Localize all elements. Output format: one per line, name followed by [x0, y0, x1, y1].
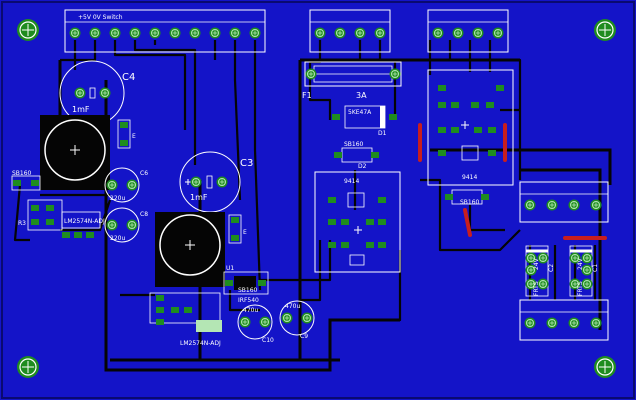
e-center-label: E: [243, 229, 247, 236]
ic-9414-right[interactable]: 9414: [427, 69, 514, 186]
mount-hole-bottom-left: [16, 355, 40, 379]
transil-frts-right[interactable]: FRTS 24V C1: [569, 245, 600, 297]
d1-value: 5KE47A: [348, 109, 372, 116]
cap-e-center[interactable]: E: [228, 214, 247, 244]
diode-d2[interactable]: SB160 D2: [334, 141, 379, 170]
c2-label: C2: [548, 264, 555, 272]
diode-sb160-left[interactable]: SB160: [11, 170, 41, 191]
frts-right-value: 24V: [577, 257, 584, 270]
c10-value: 470u: [243, 307, 258, 314]
ic-lm2574-bottom[interactable]: LM2574N-ADJ: [149, 292, 222, 347]
inductor-center[interactable]: [155, 212, 225, 287]
ic-lm2574-left[interactable]: LM2574N-ADJ: [61, 211, 105, 238]
e-left-label: E: [132, 133, 136, 140]
c8-value: 220u: [110, 235, 125, 242]
mount-hole-top-left: [16, 18, 40, 42]
terminal-block-right-lower[interactable]: [519, 299, 609, 341]
ic-bottom-label: LM2574N-ADJ: [180, 340, 221, 347]
capacitor-c9[interactable]: C9 470u: [279, 300, 315, 340]
frts-left-value: 24V: [533, 257, 540, 270]
c3-value: 1mF: [190, 193, 208, 202]
sb160-right-label: SB160: [460, 199, 480, 206]
d2-label: D2: [358, 163, 367, 170]
f1-value: 3A: [356, 91, 367, 100]
terminal-block-middle[interactable]: [309, 9, 391, 53]
c4-label: C4: [122, 72, 135, 83]
c9-label: C9: [300, 333, 308, 340]
c9-value: 470u: [285, 303, 300, 310]
ic-left-label: LM2574N-ADJ: [64, 218, 105, 225]
inductor-left[interactable]: [40, 115, 110, 190]
fuse-f1[interactable]: F1 3A: [302, 61, 402, 100]
frts-right-label: FRTS: [577, 281, 584, 296]
cap-e-left[interactable]: E: [117, 119, 136, 149]
traces: [13, 40, 597, 322]
d2-value: SB160: [344, 141, 364, 148]
f1-label: F1: [302, 91, 312, 100]
u1-label: U1: [226, 265, 234, 272]
c8-label: C8: [140, 211, 148, 218]
jumper-wires: [418, 123, 607, 240]
frts-left-label: FRTS: [533, 281, 540, 296]
mount-hole-top-right: [593, 18, 617, 42]
c6-label: C6: [140, 170, 148, 177]
terminal-block-top-left[interactable]: +5V 0V Switch: [64, 9, 266, 53]
capacitor-c6[interactable]: C6 220u: [104, 167, 148, 203]
sb160-center-label: SB160: [238, 287, 258, 294]
c6-value: 220u: [110, 195, 125, 202]
terminal-block-right[interactable]: [427, 9, 509, 53]
mid-ic-label: 9414: [344, 178, 359, 185]
c1-label: C1: [592, 264, 599, 272]
terminal-block-right-upper[interactable]: [519, 181, 609, 223]
diode-sb160-right[interactable]: SB160: [445, 189, 489, 206]
capacitor-c8[interactable]: C8 220u: [104, 207, 148, 243]
capacitor-c10[interactable]: C10 470u: [237, 304, 274, 344]
diode-d1[interactable]: 5KE47A D1: [332, 105, 397, 137]
transistor-u1[interactable]: U1 IRF540: [223, 265, 269, 304]
u1-value: IRF540: [238, 297, 259, 304]
c10-label: C10: [262, 337, 274, 344]
ic-9414-middle[interactable]: 9414: [314, 171, 401, 273]
c4-value: 1mF: [72, 105, 90, 114]
mount-hole-bottom-right: [593, 355, 617, 379]
transil-frts-left[interactable]: FRTS 24V C2: [525, 245, 556, 297]
header-top-label: +5V 0V Switch: [78, 14, 123, 21]
d1-label: D1: [378, 130, 387, 137]
c3-label: C3: [240, 158, 253, 169]
right-ic-label: 9414: [462, 174, 477, 181]
sb160-left-label: SB160: [12, 170, 32, 177]
diode-sb160-center[interactable]: SB160: [238, 287, 258, 294]
r3-label: R3: [18, 220, 26, 227]
